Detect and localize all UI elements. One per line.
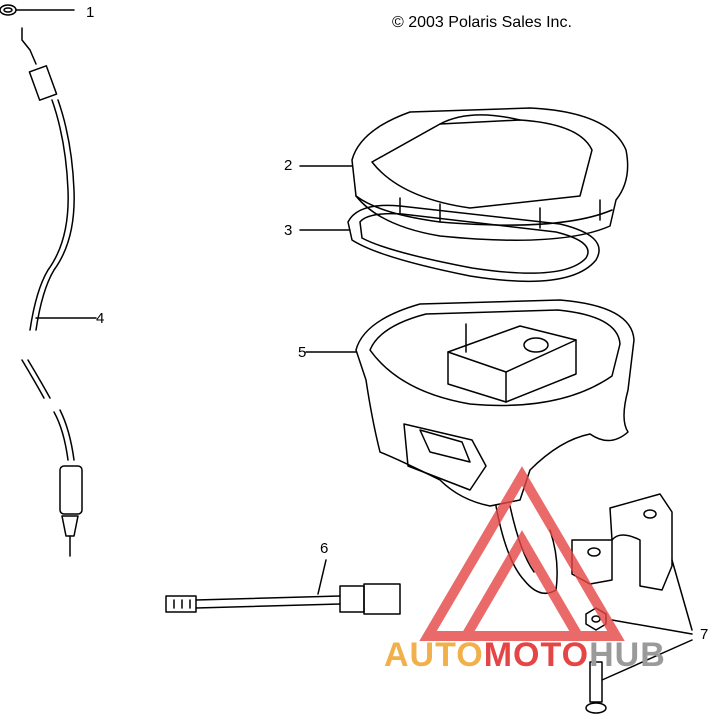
part-5-housing-base — [305, 299, 635, 595]
callout-7: 7 — [700, 626, 709, 643]
callout-2: 2 — [284, 157, 293, 174]
callout-4: 4 — [96, 310, 105, 327]
part-1-o-ring — [0, 4, 75, 16]
part-3-gasket — [299, 204, 600, 283]
part-4-cable — [21, 27, 97, 557]
callout-1: 1 — [86, 4, 95, 21]
part-7-mounting-hardware — [571, 493, 693, 714]
copyright-notice: © 2003 Polaris Sales Inc. — [392, 14, 572, 31]
callout-3: 3 — [284, 222, 293, 239]
callout-6: 6 — [320, 540, 329, 557]
part-2-housing-cover — [299, 107, 629, 241]
watermark-triangle-logo — [419, 466, 625, 641]
watermark-moto: MOTO — [483, 636, 590, 674]
callout-5: 5 — [298, 344, 307, 361]
watermark-hub: HUB — [589, 636, 666, 674]
watermark-auto: AUTO — [384, 636, 484, 674]
watermark-text: AUTOMOTOHUB — [384, 636, 666, 675]
part-6-harness — [165, 559, 401, 615]
